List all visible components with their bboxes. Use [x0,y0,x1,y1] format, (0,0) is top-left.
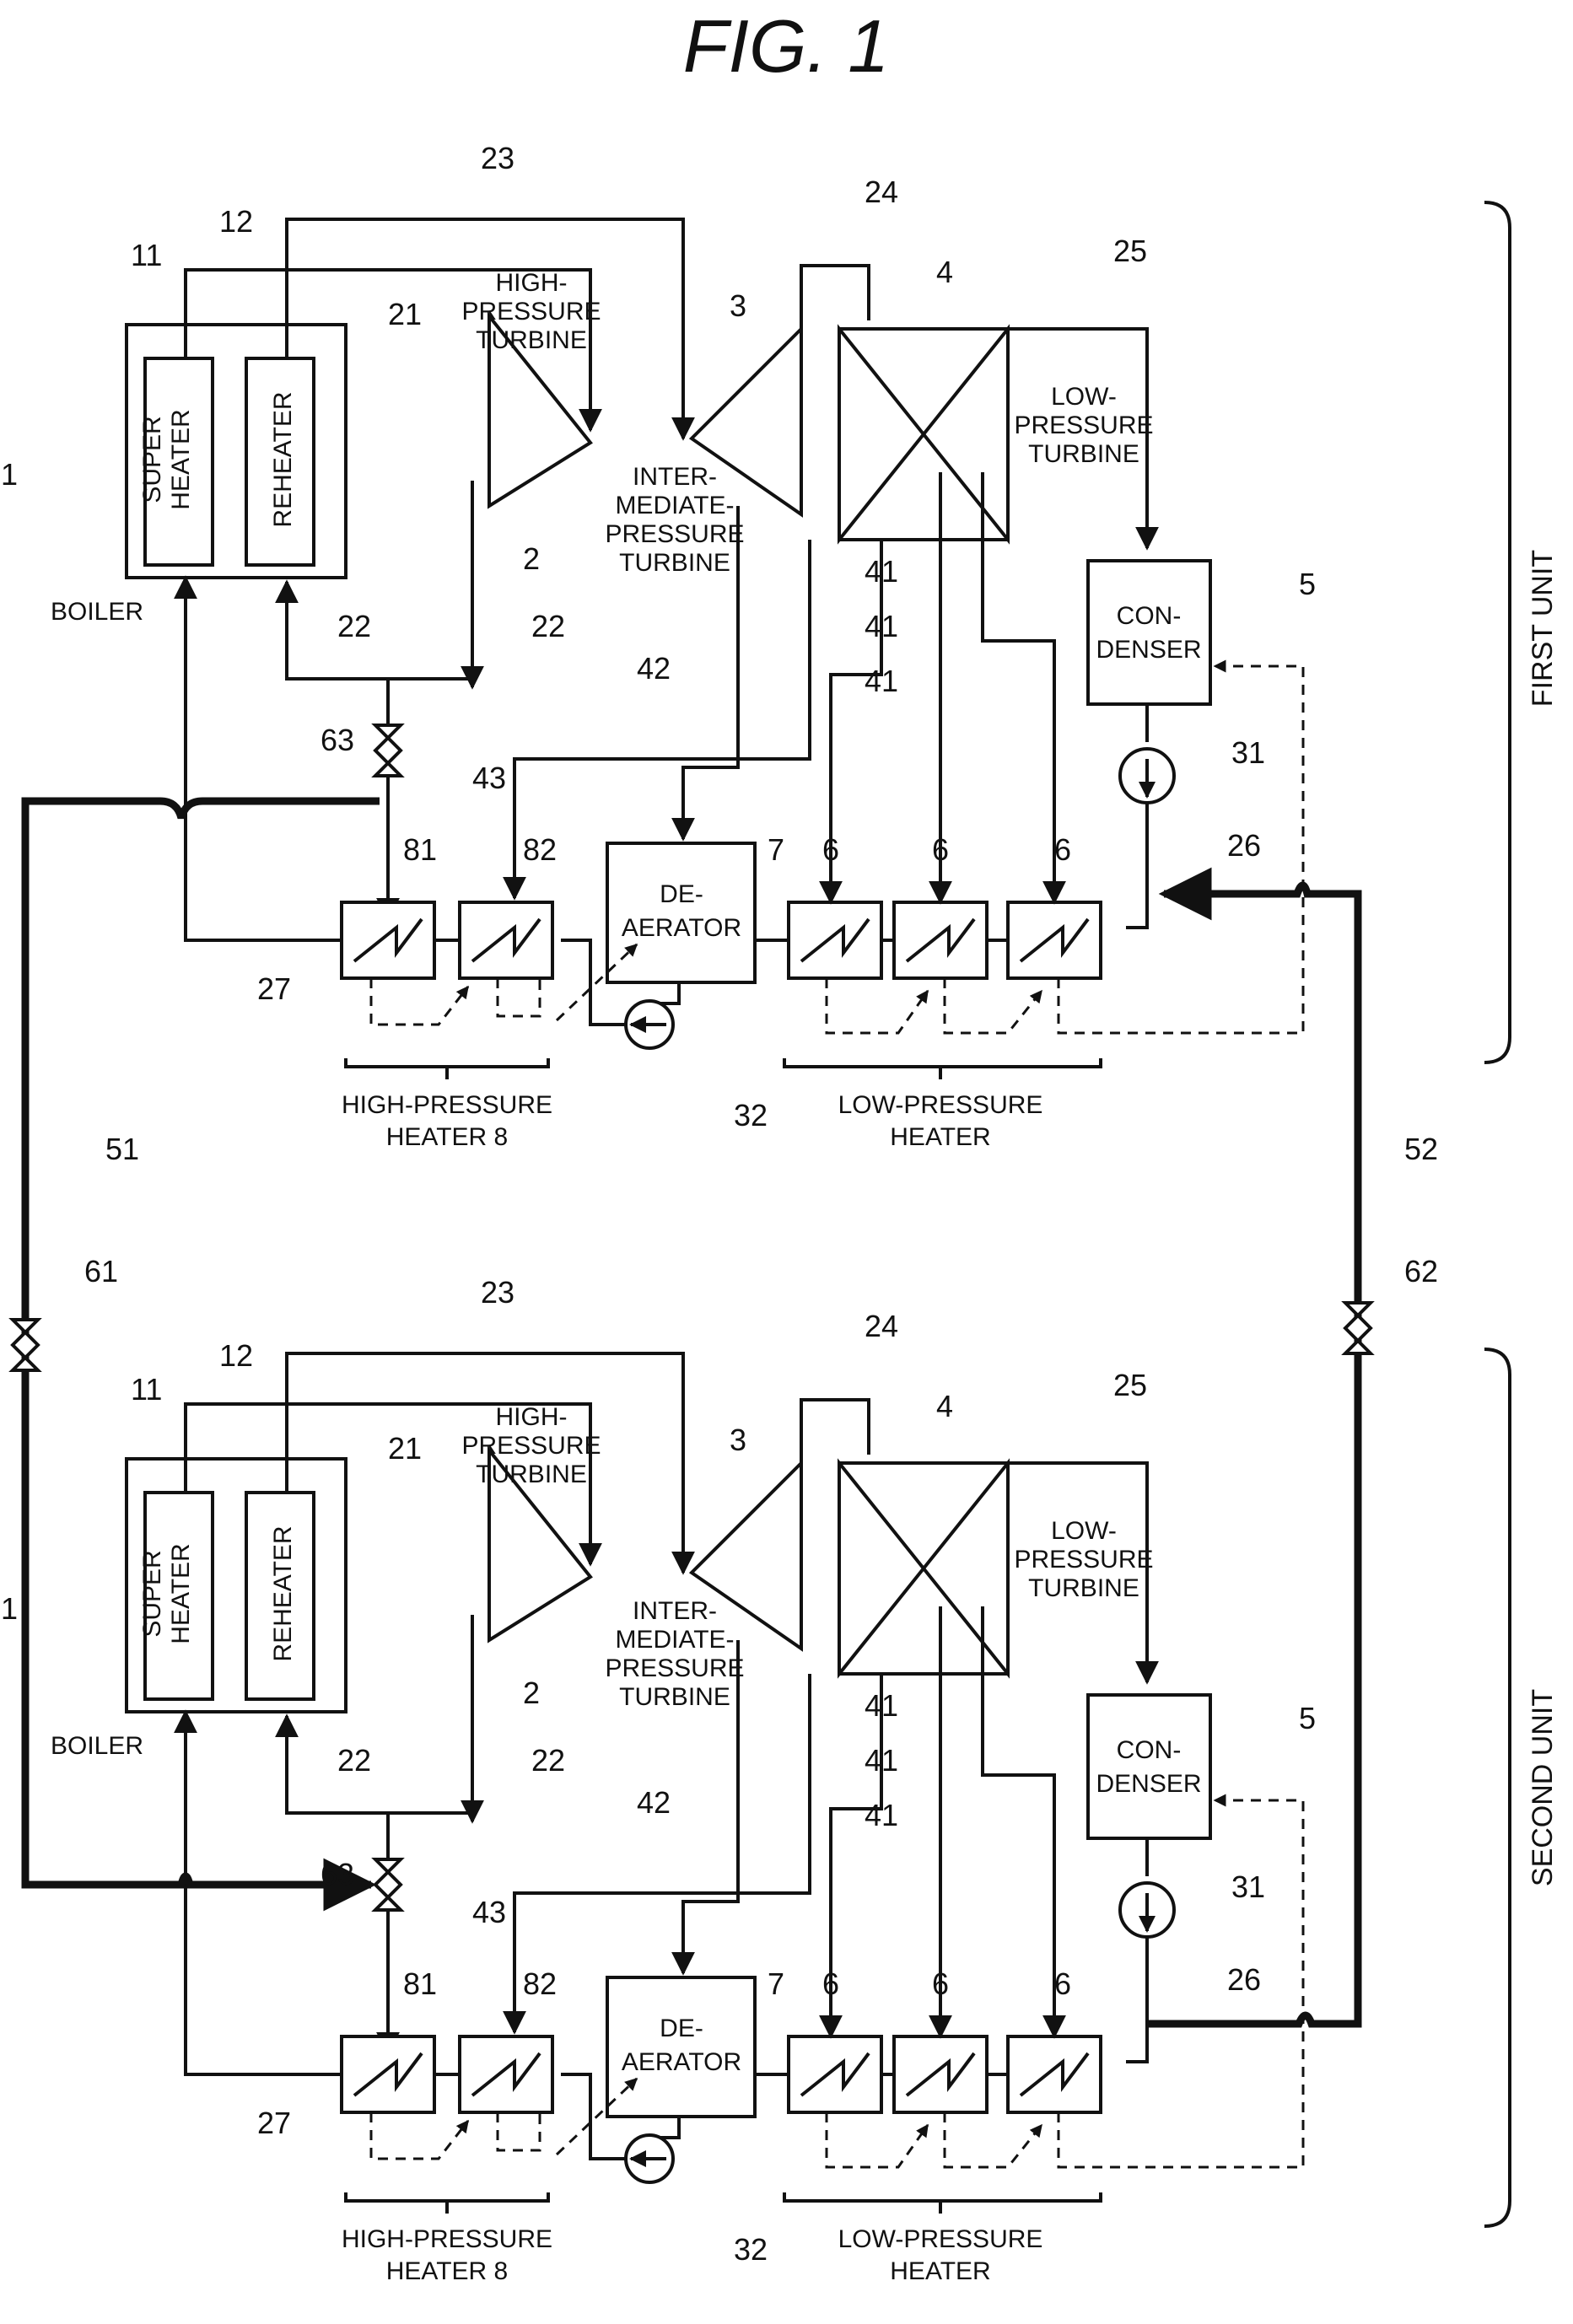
svg-text:SUPERHEATER: SUPERHEATER [138,409,195,509]
svg-text:32: 32 [734,2232,768,2267]
svg-text:BOILER: BOILER [51,1732,143,1760]
svg-text:22: 22 [531,609,565,643]
unit-labels-second: SUPERHEATER REHEATER BOILER HIGH-PRESSUR… [1,1275,1316,2285]
svg-text:6: 6 [822,1966,839,2001]
svg-text:23: 23 [481,1275,514,1310]
svg-text:6: 6 [1054,832,1071,867]
svg-text:42: 42 [637,651,671,686]
svg-text:LOW-PRESSURETURBINE: LOW-PRESSURETURBINE [1014,383,1153,468]
svg-text:LOW-PRESSUREHEATER: LOW-PRESSUREHEATER [838,2225,1043,2285]
svg-text:25: 25 [1113,1368,1147,1402]
line-51-label: 51 [105,1132,139,1166]
svg-text:27: 27 [257,2106,291,2140]
svg-text:21: 21 [388,1431,422,1466]
svg-text:41: 41 [865,609,898,643]
second-unit-bracket [1484,1349,1510,2226]
svg-text:3: 3 [730,288,746,323]
svg-text:63: 63 [321,1857,354,1891]
first-unit-label: FIRST UNIT [1527,550,1559,707]
svg-text:31: 31 [1231,735,1265,770]
valve-62-label: 62 [1404,1254,1438,1288]
line-52-label: 52 [1404,1132,1438,1166]
svg-text:22: 22 [337,1743,371,1778]
figure-title: FIG. 1 [683,4,890,88]
svg-text:HIGH-PRESSURETURBINE: HIGH-PRESSURETURBINE [461,1403,601,1488]
svg-text:22: 22 [531,1743,565,1778]
svg-text:HIGH-PRESSURETURBINE: HIGH-PRESSURETURBINE [461,269,601,354]
svg-text:42: 42 [637,1785,671,1820]
svg-text:31: 31 [1231,1869,1265,1904]
svg-text:12: 12 [219,1338,253,1373]
unit-labels-first: SUPERHEATER REHEATER BOILER HIGH-PRESSUR… [1,141,1316,1151]
svg-text:11: 11 [131,238,162,272]
svg-text:82: 82 [523,1966,557,2001]
svg-text:43: 43 [472,1895,506,1929]
valve-62 [1345,1303,1371,1353]
svg-text:82: 82 [523,832,557,867]
svg-text:41: 41 [865,1798,898,1832]
svg-text:5: 5 [1299,567,1316,601]
svg-text:22: 22 [337,609,371,643]
svg-text:6: 6 [1054,1966,1071,2001]
svg-text:23: 23 [481,141,514,175]
svg-text:HIGH-PRESSUREHEATER 8: HIGH-PRESSUREHEATER 8 [342,2225,552,2285]
svg-text:3: 3 [730,1423,746,1457]
svg-text:24: 24 [865,1309,898,1343]
svg-text:32: 32 [734,1098,768,1132]
svg-text:INTER-MEDIATE-PRESSURETURBINE: INTER-MEDIATE-PRESSURETURBINE [605,463,744,577]
first-unit-bracket [1484,202,1510,1062]
svg-text:1: 1 [1,457,18,492]
svg-text:LOW-PRESSUREHEATER: LOW-PRESSUREHEATER [838,1091,1043,1151]
svg-text:6: 6 [932,832,949,867]
svg-text:7: 7 [768,1966,784,2001]
second-unit-label: SECOND UNIT [1527,1689,1559,1886]
svg-text:26: 26 [1227,828,1261,863]
svg-text:27: 27 [257,971,291,1006]
svg-text:81: 81 [403,1966,437,2001]
svg-text:REHEATER: REHEATER [269,1525,297,1661]
svg-text:LOW-PRESSURETURBINE: LOW-PRESSURETURBINE [1014,1517,1153,1602]
valve-61-label: 61 [84,1254,118,1288]
svg-text:25: 25 [1113,234,1147,268]
svg-text:24: 24 [865,175,898,209]
svg-text:11: 11 [131,1372,162,1407]
line-52 [1147,885,1358,2024]
svg-text:26: 26 [1227,1962,1261,1997]
svg-text:12: 12 [219,204,253,239]
svg-text:SUPERHEATER: SUPERHEATER [138,1543,195,1643]
svg-text:41: 41 [865,1743,898,1778]
svg-text:43: 43 [472,761,506,795]
svg-text:INTER-MEDIATE-PRESSURETURBINE: INTER-MEDIATE-PRESSURETURBINE [605,1597,744,1711]
svg-text:41: 41 [865,554,898,589]
svg-text:21: 21 [388,297,422,331]
valve-61 [13,1320,38,1370]
svg-text:41: 41 [865,1688,898,1723]
svg-text:REHEATER: REHEATER [269,391,297,527]
svg-text:HIGH-PRESSUREHEATER 8: HIGH-PRESSUREHEATER 8 [342,1091,552,1151]
svg-text:BOILER: BOILER [51,598,143,626]
svg-text:5: 5 [1299,1701,1316,1735]
svg-text:41: 41 [865,664,898,698]
svg-text:2: 2 [523,541,540,576]
svg-text:81: 81 [403,832,437,867]
svg-text:1: 1 [1,1591,18,1626]
svg-text:7: 7 [768,832,784,867]
svg-text:4: 4 [936,255,953,289]
svg-text:6: 6 [932,1966,949,2001]
svg-text:63: 63 [321,723,354,757]
svg-text:2: 2 [523,1676,540,1710]
svg-text:4: 4 [936,1389,953,1423]
line-51 [25,801,380,1885]
svg-text:6: 6 [822,832,839,867]
